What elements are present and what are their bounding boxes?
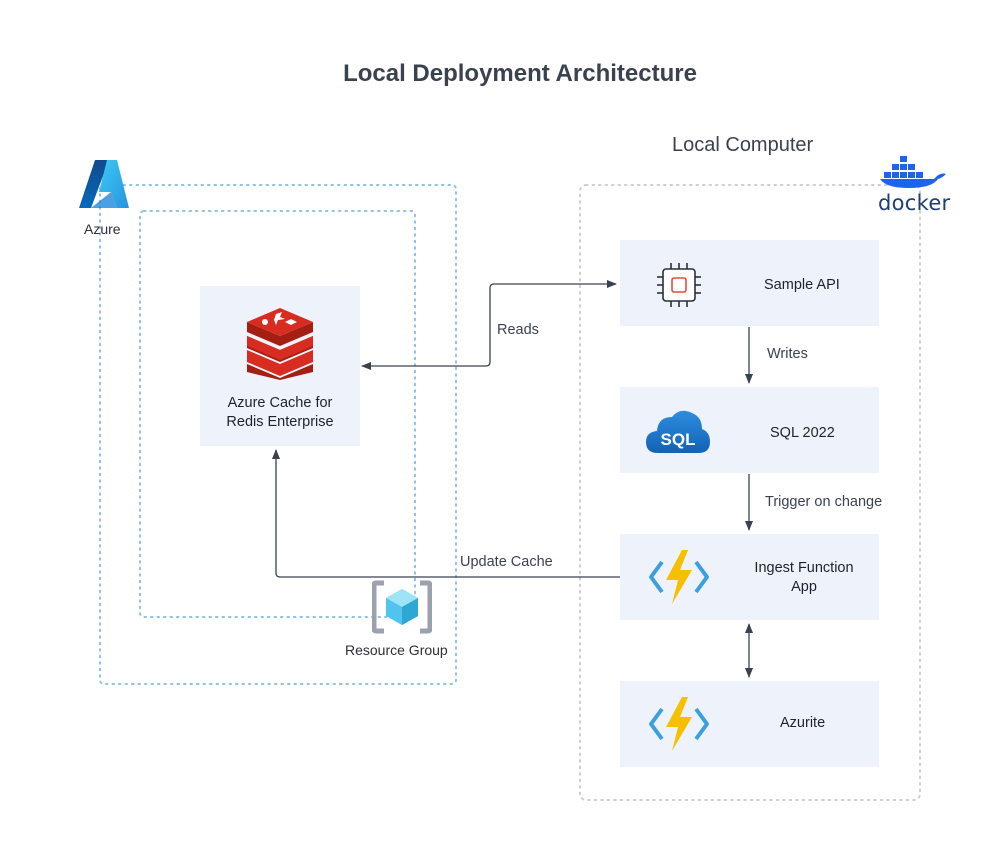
reads-label: Reads (497, 322, 539, 338)
docker-wordmark: docker (878, 191, 951, 215)
azurite-node[interactable]: Azurite (620, 681, 879, 767)
redis-label-line2: Redis Enterprise (226, 414, 334, 430)
ingest-label: Ingest Function App (746, 559, 862, 597)
azurite-label: Azurite (780, 715, 826, 731)
processor-chip-icon (656, 262, 702, 308)
local-computer-boundary (579, 184, 921, 801)
trigger-label: Trigger on change (765, 494, 883, 510)
function-app-icon (648, 548, 710, 606)
ingest-function-node[interactable]: Ingest Function App (620, 534, 879, 620)
resource-group-icon (371, 579, 433, 635)
ingest-label-line2: App (791, 579, 817, 595)
azure-boundary (99, 184, 457, 685)
sample-api-label: Sample API (764, 277, 840, 293)
function-app-icon (648, 695, 710, 753)
redis-label: Azure Cache for Redis Enterprise (226, 394, 333, 432)
sql-cloud-icon: SQL (644, 405, 712, 455)
sample-api-node[interactable]: Sample API (620, 240, 879, 326)
sql-node[interactable]: SQL SQL 2022 (620, 387, 879, 473)
redis-label-line1: Azure Cache for (227, 395, 333, 411)
ingest-label-line1: Ingest Function (754, 560, 854, 576)
azure-label: Azure (84, 221, 121, 237)
update-cache-label: Update Cache (460, 554, 553, 570)
update-cache-connector (272, 449, 620, 578)
sql-label: SQL 2022 (770, 425, 835, 441)
redis-icon (245, 306, 315, 380)
local-computer-title: Local Computer (672, 134, 814, 156)
azure-logo-icon (77, 158, 131, 210)
docker-logo-icon: docker (878, 154, 951, 215)
resource-group-label: Resource Group (345, 642, 448, 658)
writes-label: Writes (767, 346, 808, 362)
sql-icon-text: SQL (661, 430, 696, 449)
reads-connector (361, 280, 617, 370)
diagram-title: Local Deployment Architecture (343, 60, 697, 87)
redis-node[interactable]: Azure Cache for Redis Enterprise (200, 286, 360, 446)
